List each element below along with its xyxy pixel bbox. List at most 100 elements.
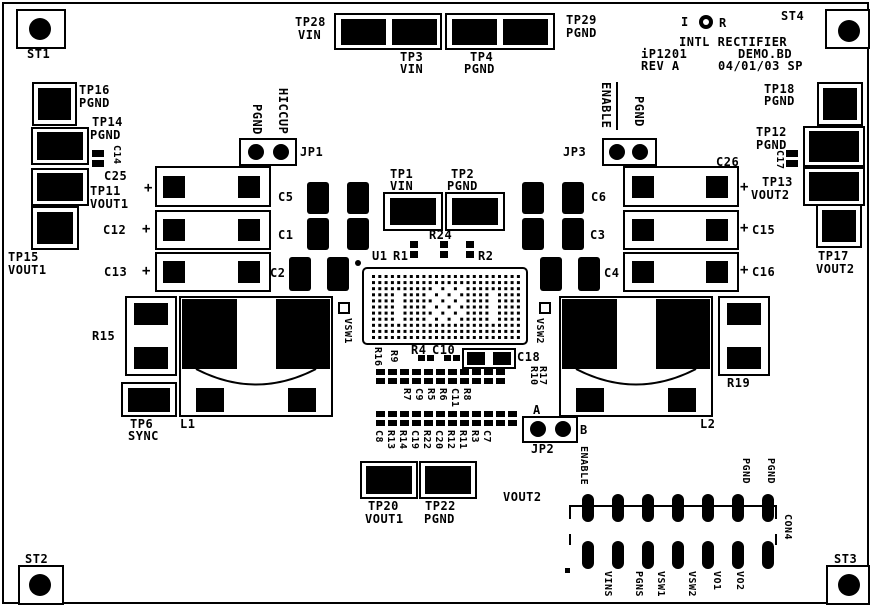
bga-ball (378, 336, 382, 339)
bga-ball (472, 311, 476, 315)
bga-ball (422, 317, 426, 321)
bga-ball (422, 305, 426, 309)
pad-vsw2 (539, 302, 551, 314)
bga-ball (397, 275, 401, 278)
bga-ball (384, 299, 388, 303)
label-st4: ST4 (781, 9, 805, 23)
label-tp1: TP1 (390, 167, 414, 181)
bga-ball (403, 317, 407, 321)
bga-ball (485, 317, 489, 321)
label-c10: C10 (432, 343, 456, 357)
bga-ball (372, 323, 375, 327)
bga-ball (516, 336, 520, 339)
label-r7: R7 (401, 388, 412, 402)
label-vsw2: VSW2 (534, 318, 545, 345)
bga-ball (472, 305, 476, 309)
connector-pin (702, 494, 714, 522)
pad-tp17 (816, 204, 862, 248)
label-r9: R9 (388, 350, 399, 364)
bga-ball (416, 323, 420, 327)
passive-pad (496, 420, 505, 426)
label-con-pgnd1: PGND (740, 458, 751, 485)
bga-ball (504, 287, 508, 291)
bga-ball (390, 299, 394, 303)
bga-ball (510, 293, 514, 297)
passive-pad (472, 378, 481, 384)
bga-ball (372, 317, 375, 321)
label-tp14: TP14 (92, 115, 123, 129)
bga-ball (378, 287, 382, 291)
label-c19: C19 (409, 430, 420, 450)
passive-pad (496, 378, 505, 384)
resistor-r4-c10 (418, 355, 460, 361)
label-tp20-net: VOUT1 (365, 512, 404, 526)
connector-con4 (565, 494, 777, 573)
label-con-vo1: VO1 (711, 571, 722, 591)
passive-pad (376, 378, 385, 384)
bga-ball (378, 317, 382, 321)
bga-ball (504, 317, 508, 321)
bga-ball (390, 336, 394, 339)
bga-ball (441, 329, 445, 333)
label-tp11-net: VOUT1 (90, 197, 129, 211)
bga-ball (510, 323, 514, 327)
passive-pad (460, 369, 469, 375)
bga-ball (498, 305, 501, 309)
passive-pad (448, 378, 457, 384)
bga-ball (472, 329, 476, 333)
pad-tp1 (383, 192, 443, 231)
bga-ball (466, 317, 470, 321)
board-date: 04/01/03 SP (718, 59, 803, 73)
bga-ball (491, 287, 495, 291)
bga-ball (479, 275, 483, 278)
label-tp4: TP4 (470, 50, 494, 64)
bga-ball (416, 299, 420, 303)
label-r6: R6 (437, 388, 448, 402)
pad-tp14 (31, 127, 89, 165)
label-con-vo2: VO2 (734, 571, 745, 591)
bga-ball (397, 281, 401, 285)
bga-ball (466, 311, 470, 315)
bga-ball (409, 299, 413, 303)
bga-ball (498, 299, 501, 303)
bga-ball (428, 323, 432, 327)
bga-ball (516, 305, 520, 309)
label-con-vins: VINS (602, 571, 613, 598)
bga-ball (510, 336, 514, 339)
bga-ball (498, 336, 501, 339)
bga-ball (447, 336, 451, 339)
label-tp6-net: SYNC (128, 429, 159, 443)
bga-ball (435, 275, 438, 278)
label-tp12: TP12 (756, 125, 787, 139)
bga-ball (372, 329, 375, 333)
bga-ball (504, 293, 508, 297)
bga-ball (479, 305, 483, 309)
label-tp29-net: PGND (566, 26, 597, 40)
bga-ball (466, 281, 470, 285)
bga-ball (397, 329, 401, 333)
bga-ball (510, 287, 514, 291)
bga-ball (472, 317, 476, 321)
passive-pad (388, 420, 397, 426)
bga-ball (504, 275, 508, 278)
passive-pad (448, 411, 457, 417)
label-r24: R24 (429, 228, 453, 242)
passive-pad (508, 420, 517, 426)
label-r15: R15 (92, 329, 116, 343)
bga-ball (403, 293, 407, 297)
bga-ball (516, 311, 520, 315)
cap-c12 (155, 210, 271, 250)
cap-c26 (623, 166, 739, 207)
bga-ball (409, 323, 413, 327)
passive-pad (376, 369, 385, 375)
label-tp16-net: PGND (79, 96, 110, 110)
bga-ball (472, 287, 476, 291)
resistor-r1-r24-r2 (410, 241, 474, 258)
label-jp2-b: B (580, 423, 588, 437)
bga-ball (472, 275, 476, 278)
bga-ball (416, 329, 420, 333)
bga-ball (390, 281, 394, 285)
bga-ball (378, 275, 382, 278)
bga-ball (472, 336, 476, 339)
bga-ball (516, 329, 520, 333)
